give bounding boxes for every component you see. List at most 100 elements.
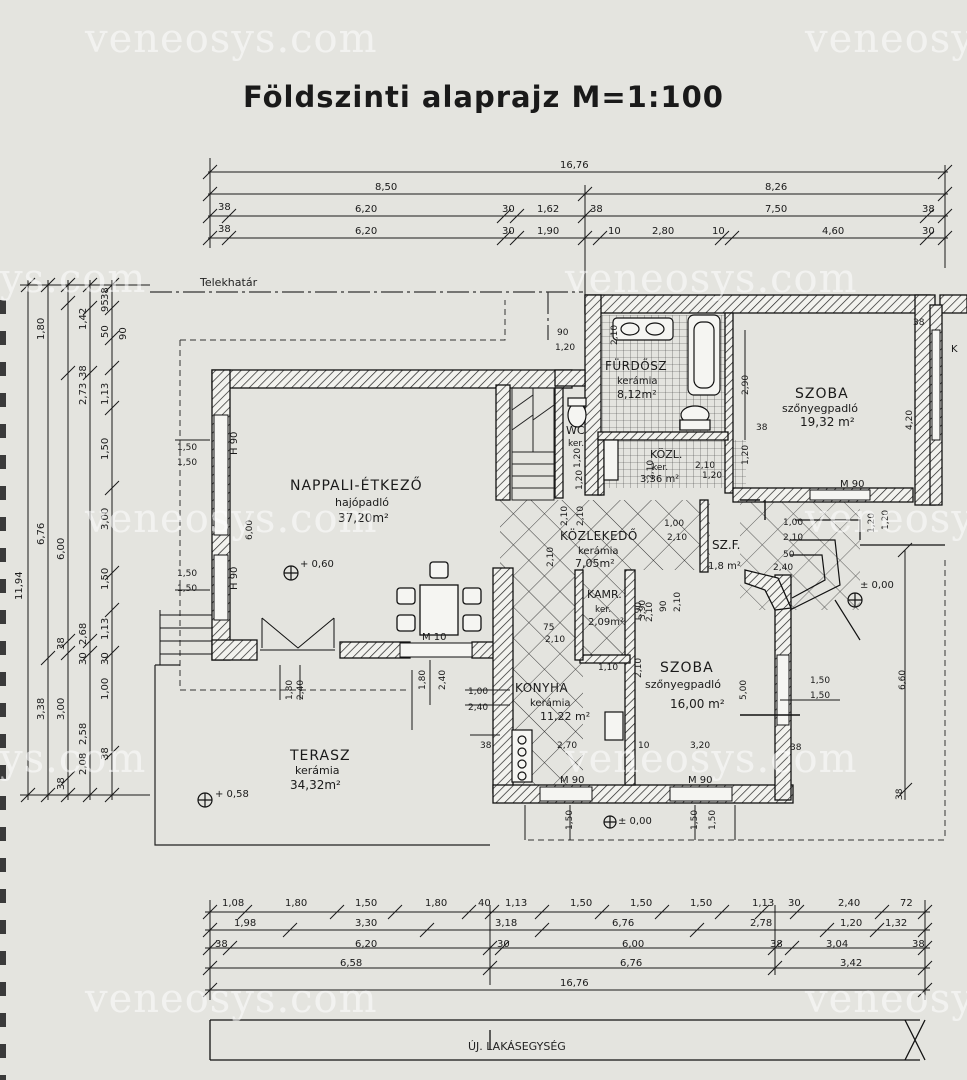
binder-hole — [0, 300, 6, 314]
bottom-dimension: 38 — [912, 939, 925, 950]
binder-hole — [0, 827, 6, 841]
dim-top: 38 — [922, 204, 935, 215]
watermark: veneosys.com — [805, 16, 967, 62]
inner-dimension: 1,50 — [708, 810, 718, 830]
inner-dimension: 38 — [480, 741, 492, 751]
inner-dimension: 2,40 — [468, 703, 488, 713]
left-dimension: 3,00 — [100, 508, 111, 530]
window-tag: M 10 — [422, 632, 447, 643]
left-dimension: 1,13 — [100, 618, 111, 640]
inner-dimension: 5,00 — [739, 680, 749, 700]
dim-top: 38 — [218, 202, 231, 213]
bottom-dimension: 3,18 — [495, 918, 517, 929]
binder-hole — [0, 703, 6, 717]
bottom-dimension: 1,50 — [630, 898, 652, 909]
window-tag: M 90 — [840, 479, 865, 490]
inner-dimension: 1,20 — [575, 470, 585, 490]
binder-hole — [0, 393, 6, 407]
room-floor-terasz: kerámia — [295, 764, 340, 777]
adjacent-unit-strip — [209, 1019, 926, 1061]
adjacent-room-fragment: K — [951, 344, 958, 355]
staircase — [511, 387, 555, 501]
inner-dimension: 1,20 — [741, 445, 751, 465]
dim-top: 2,80 — [652, 226, 674, 237]
room-area-kozlekedo: 7,05m² — [575, 557, 615, 570]
room-floor-kozlekedo: kerámia — [578, 545, 618, 557]
binder-hole — [0, 517, 6, 531]
dim-top: 10 — [712, 226, 725, 237]
inner-dimension: 1,00 — [468, 687, 488, 697]
left-dimension: 38 — [78, 365, 89, 378]
watermark: veneosys.com — [85, 16, 378, 62]
room-area-terasz: 34,32m² — [290, 778, 341, 792]
room-area-kozl: 3,36 m² — [640, 474, 679, 485]
bottom-dimension: 40 — [478, 898, 491, 909]
window-tag: H 90 — [229, 432, 240, 455]
inner-dimension: 1,20 — [867, 513, 877, 533]
entrance-steps — [789, 519, 945, 641]
left-dimension: 1,42 — [78, 308, 89, 330]
room-area-szf: 1,8 m² — [708, 561, 741, 572]
bathroom-fixtures — [567, 314, 721, 481]
inner-dimension: 6,60 — [898, 670, 908, 690]
dimension-lines-left — [20, 277, 150, 803]
bottom-dimension: 30 — [788, 898, 801, 909]
bottom-dimension: 3,04 — [826, 939, 848, 950]
binder-hole — [0, 1075, 6, 1080]
binder-hole — [0, 796, 6, 810]
room-area-szoba1: 19,32 m² — [800, 415, 855, 429]
inner-dimension-lines — [175, 330, 746, 840]
left-dimension: 38 — [100, 287, 111, 300]
watermark: ys.com — [0, 256, 147, 302]
adjacent-unit-label: ÚJ. LAKÁSEGYSÉG — [468, 1040, 566, 1053]
bottom-dimension: 30 — [497, 939, 510, 950]
room-floor-kozl: ker. — [652, 463, 668, 473]
binder-hole — [0, 486, 6, 500]
bottom-dimension: 3,30 — [355, 918, 377, 929]
binder-hole — [0, 672, 6, 686]
binder-hole — [0, 1013, 6, 1027]
room-area-kamr: 2,09m² — [588, 617, 624, 628]
watermark: ys.com — [0, 736, 147, 782]
bottom-dimension: 1,98 — [234, 918, 256, 929]
window-tag: M 90 — [560, 775, 585, 786]
binder-hole — [0, 610, 6, 624]
inner-dimension: 2,10 — [673, 592, 683, 612]
inner-dimension: 50 — [783, 550, 795, 560]
room-area-szoba2: 16,00 m² — [670, 697, 725, 711]
inner-dimension: 2,40 — [296, 680, 306, 700]
left-dimension: 1,00 — [100, 678, 111, 700]
dim-top: 30 — [502, 226, 515, 237]
dim-top: 4,60 — [822, 226, 844, 237]
plot-boundary — [150, 291, 583, 340]
room-name-konyha: KONYHA — [515, 681, 568, 695]
inner-dimension: 1,00 — [664, 519, 684, 529]
room-floor-kamr: ker. — [595, 605, 611, 615]
room-name-szoba2: SZOBA — [660, 660, 714, 676]
left-dimension: 1,50 — [100, 568, 111, 590]
inner-dimension: 2,40 — [438, 670, 448, 690]
bottom-dimension: 1,80 — [425, 898, 447, 909]
room-floor-nappali: hajópadló — [335, 496, 389, 509]
bottom-dimension: 3,42 — [840, 958, 862, 969]
dim-top: 30 — [502, 204, 515, 215]
room-name-kozlekedo: KÖZLEKEDŐ — [560, 527, 638, 543]
bottom-dimension: 6,76 — [620, 958, 642, 969]
inner-dimension: 3,20 — [690, 741, 710, 751]
left-dimension: 6,00 — [56, 538, 67, 560]
binder-hole — [0, 1044, 6, 1058]
room-floor-furdo: kerámia — [617, 375, 657, 387]
inner-dimension: 1,50 — [177, 569, 197, 579]
bottom-dimension: 16,76 — [560, 978, 589, 989]
room-name-terasz: TERASZ — [289, 748, 351, 764]
left-dimension: 38 — [100, 747, 111, 760]
inner-dimension: 2,10 — [667, 533, 687, 543]
watermark: veneosys.com — [85, 976, 378, 1022]
terrace-doors — [260, 617, 335, 651]
inner-dimension: 2,70 — [557, 741, 577, 751]
dimension-lines-top — [202, 158, 953, 298]
level-markers — [197, 565, 863, 829]
dim-top: 1,62 — [537, 204, 559, 215]
inner-dimension: 2,10 — [546, 547, 556, 567]
binder-hole — [0, 362, 6, 376]
